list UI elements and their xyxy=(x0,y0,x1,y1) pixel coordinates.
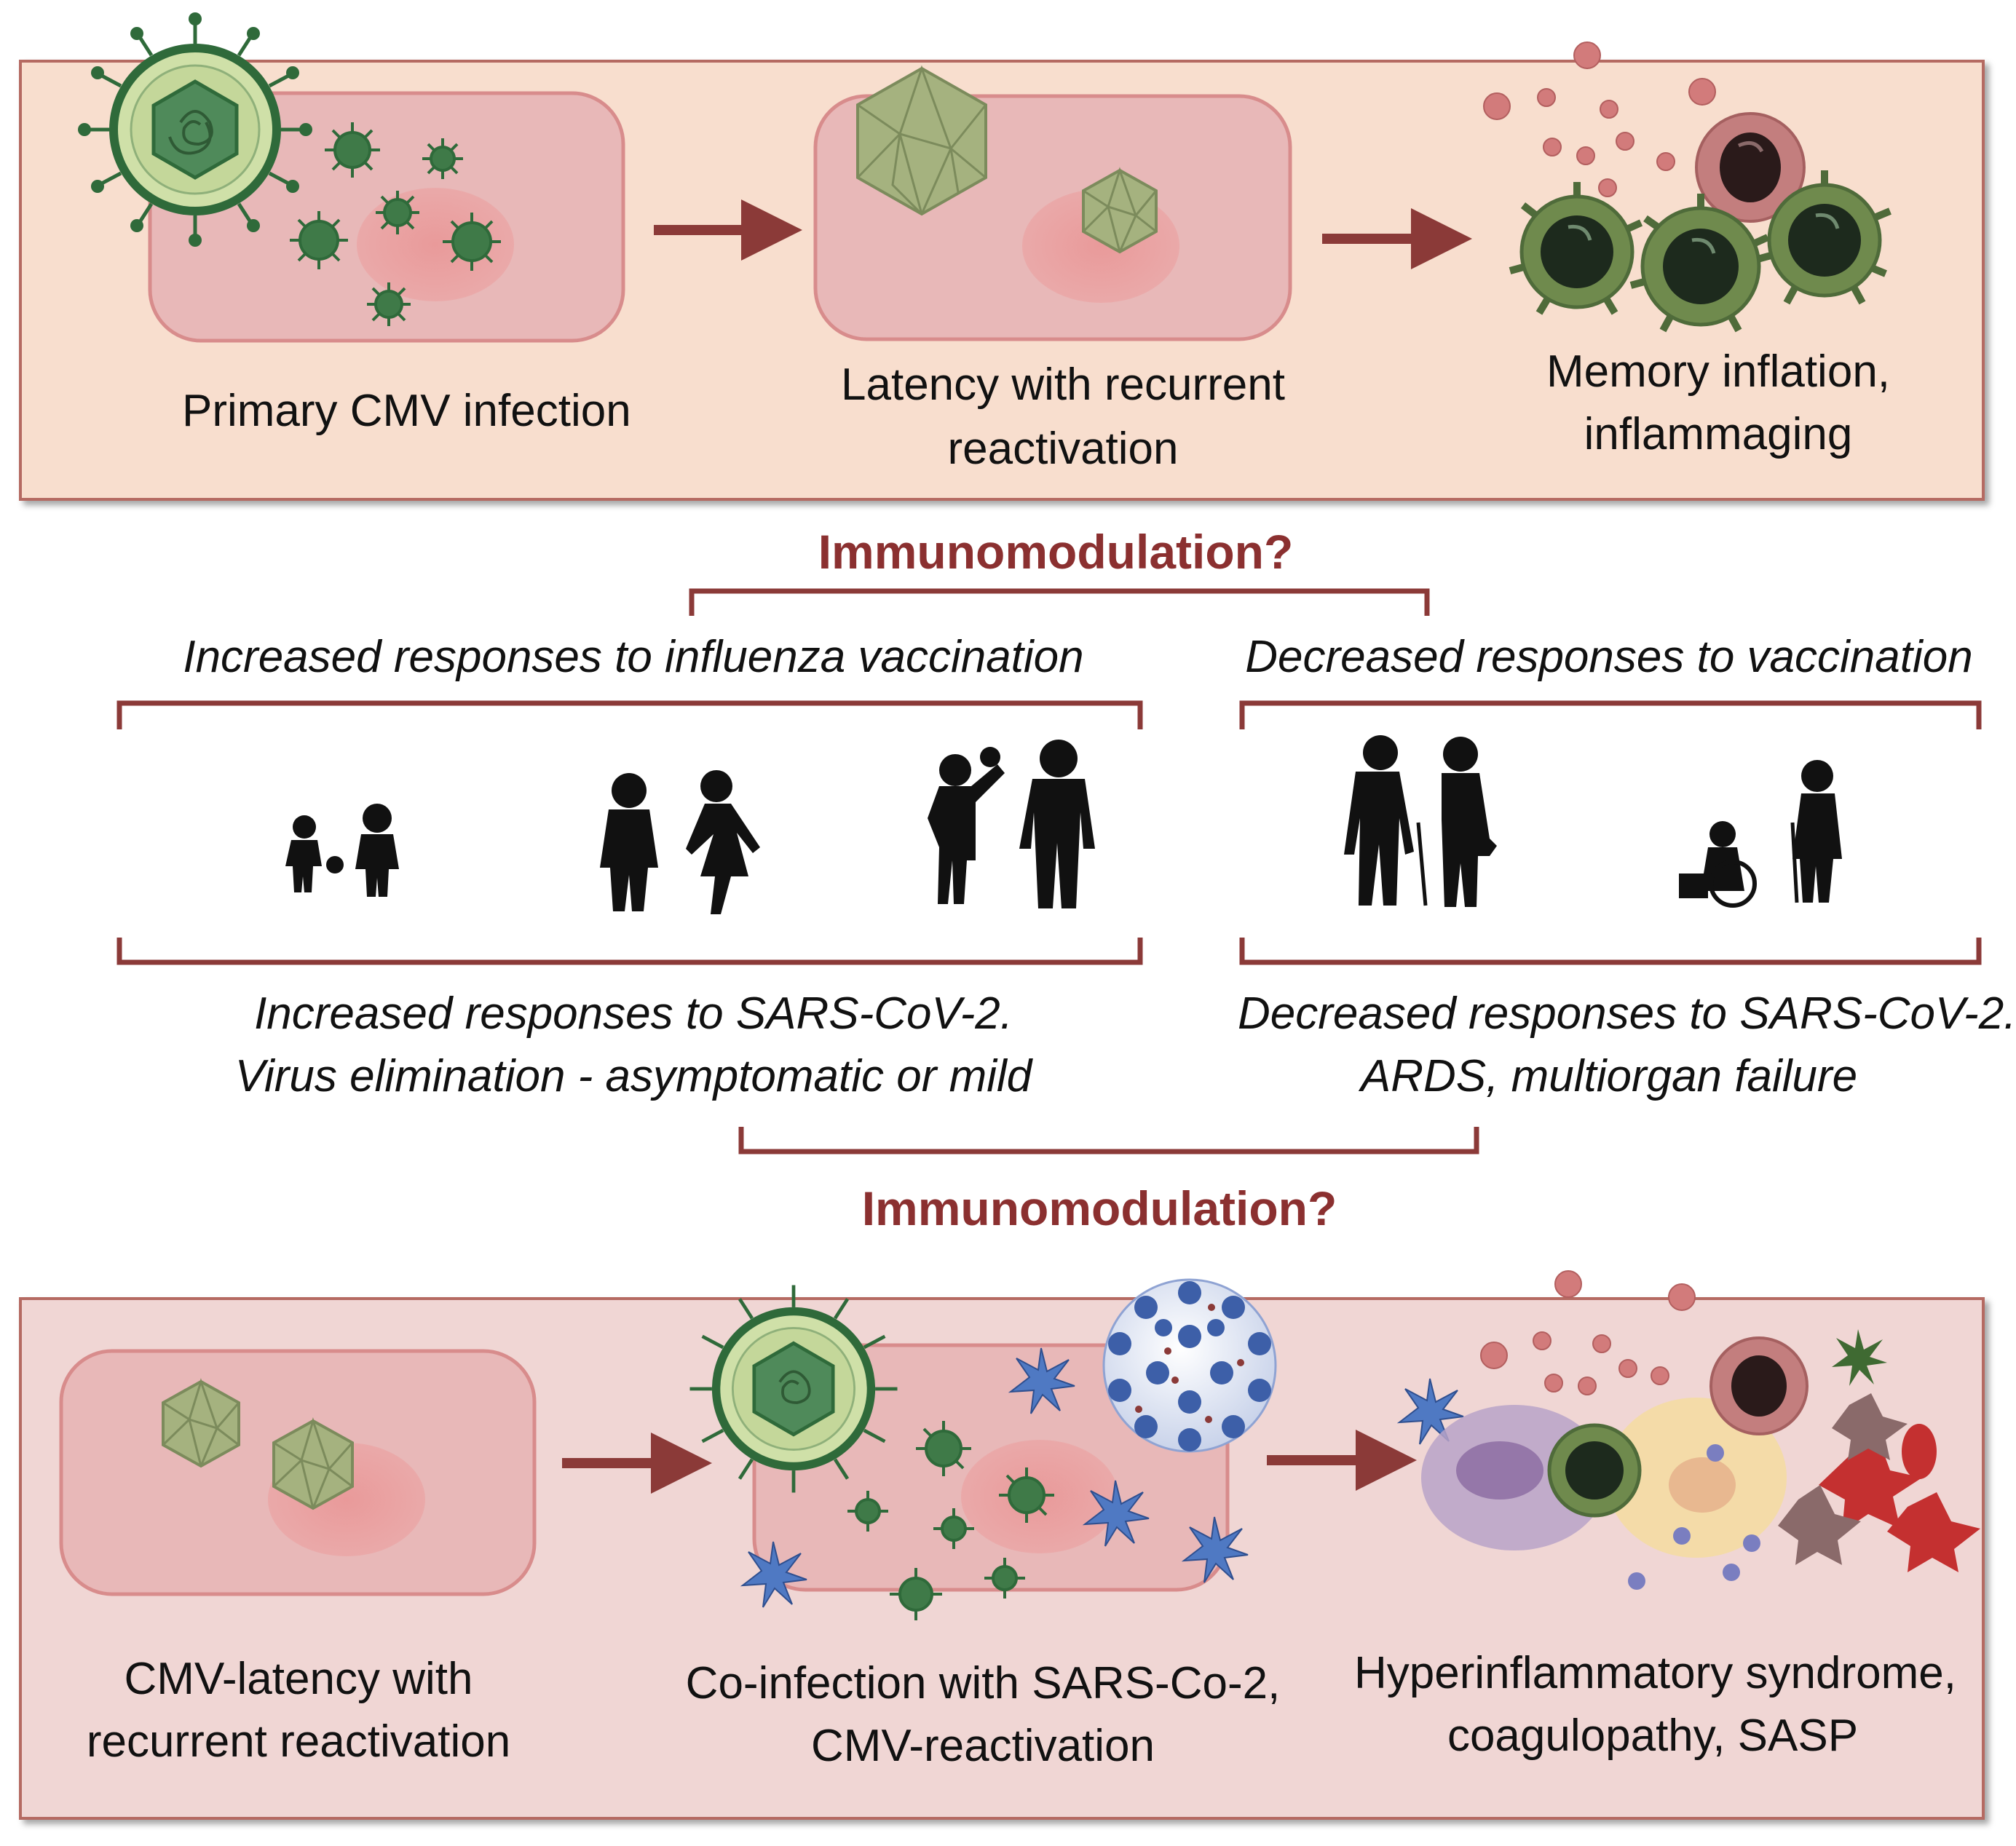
stage-primary-cmv-infection: Primary CMV infection xyxy=(182,386,631,436)
small-cmv-particles xyxy=(290,122,501,326)
silhouette-elderly-couple-icon xyxy=(1344,735,1497,907)
stage-coinfection-line1: Co-infection with SARS-Co-2, xyxy=(685,1658,1281,1708)
capsid-large-icon xyxy=(856,65,987,216)
sars-spike-particles xyxy=(740,1347,1464,1608)
left-outcome-line1: Increased responses to SARS-CoV-2. xyxy=(254,989,1013,1039)
right-outcome-line1: Decreased responses to SARS-CoV-2. xyxy=(1238,989,2016,1039)
stage-coinfection-line2: CMV-reactivation xyxy=(810,1721,1155,1771)
stage-latency-line1: Latency with recurrent xyxy=(841,360,1285,410)
memory-t-cell-icons xyxy=(1509,112,1892,333)
left-vaccination-header: Increased responses to influenza vaccina… xyxy=(183,632,1084,682)
cytokine-droplets xyxy=(1483,41,1716,197)
sars-cov-2-virion-icon xyxy=(1102,1278,1277,1453)
inflammatory-cells-icon xyxy=(1421,1336,1980,1590)
capsid-icon-bottom-2 xyxy=(272,1417,354,1510)
capsid-icon-bottom-1 xyxy=(162,1378,240,1468)
stage-cmv-latency-line2: recurrent reactivation xyxy=(86,1716,511,1767)
cmv-virion-icon xyxy=(78,12,312,247)
green-star-particle xyxy=(1832,1329,1887,1386)
left-outcome-line2: Virus elimination - asymptomatic or mild xyxy=(234,1051,1032,1101)
brackets xyxy=(116,588,1982,1154)
immunomodulation-heading-top: Immunomodulation? xyxy=(818,525,1294,579)
silhouette-adults-icon xyxy=(928,740,1095,908)
immunomodulation-heading-bottom: Immunomodulation? xyxy=(861,1181,1337,1235)
silhouette-youth-icon xyxy=(600,770,760,914)
stage-cmv-latency-line1: CMV-latency with xyxy=(124,1654,473,1704)
right-vaccination-header: Decreased responses to vaccination xyxy=(1245,632,1973,682)
silhouette-children-icon xyxy=(285,804,399,897)
right-outcome-line2: ARDS, multiorgan failure xyxy=(1360,1051,1858,1101)
small-cmv-particles-bottom xyxy=(847,1421,1054,1620)
stage-memory-line2: inflammaging xyxy=(1584,409,1853,459)
stage-hyperinflammatory-line2: coagulopathy, SASP xyxy=(1447,1711,1859,1761)
stage-hyperinflammatory-line1: Hyperinflammatory syndrome, xyxy=(1354,1648,1956,1698)
silhouette-wheelchair-icon xyxy=(1679,760,1842,908)
stage-latency-line2: reactivation xyxy=(947,424,1179,474)
cmv-virion-icon-bottom xyxy=(689,1285,898,1493)
stage-memory-line1: Memory inflation, xyxy=(1546,346,1891,397)
cytokine-droplets-bottom xyxy=(1480,1270,1696,1395)
capsid-small-icon xyxy=(1082,167,1158,254)
